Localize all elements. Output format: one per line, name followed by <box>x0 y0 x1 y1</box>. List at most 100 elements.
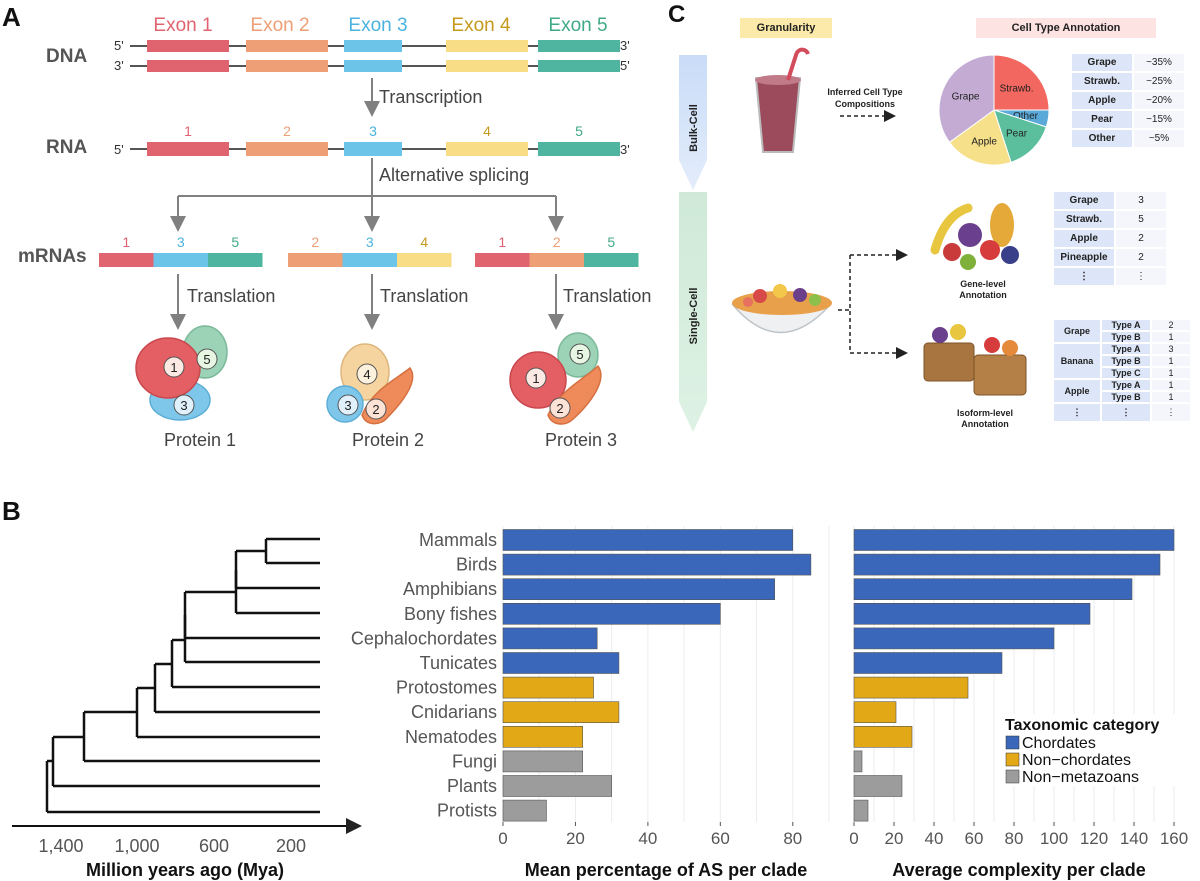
isoform-table-type-cell: Type B <box>1102 356 1150 366</box>
taxonomic-legend: Taxonomic category Chordates Non−chordat… <box>1004 714 1194 786</box>
as-chart-axis-title: Mean percentage of AS per clade <box>525 860 807 880</box>
complexity-chart-bar-tunicates <box>853 652 1003 674</box>
complexity-chart-bar-nematodes <box>853 725 913 748</box>
mrna-1-segment-3 <box>153 253 208 267</box>
bulk-table-row: Pear~15% <box>1072 111 1184 128</box>
gene-level-fruit-illustration <box>930 203 1019 270</box>
as-chart-tick-label: 80 <box>783 829 802 848</box>
gene-banana <box>930 203 973 255</box>
as-chart-bar-protists <box>502 799 547 822</box>
time-tick-600: 600 <box>199 836 229 856</box>
gene-plum <box>1001 246 1019 264</box>
dna-exon-bottom-3 <box>344 60 402 72</box>
legend-title: Taxonomic category <box>1005 717 1160 734</box>
category-label-nematodes: Nematodes <box>405 727 497 747</box>
protein-2-badge-2 <box>365 398 387 420</box>
bulk-table-name-cell: Pear <box>1072 111 1132 128</box>
bulk-table-value-cell: ~25% <box>1134 73 1184 90</box>
granularity-badge: Granularity <box>740 18 832 38</box>
basket-banana <box>950 324 966 340</box>
rna-exon-number-2: 2 <box>283 123 291 139</box>
bowl-fruit-berry-2 <box>743 297 753 307</box>
category-label-plants: Plants <box>447 776 497 796</box>
gene-table-name-cell: Apple <box>1054 230 1114 247</box>
smoothie-glass-body <box>754 77 802 153</box>
time-tick-1000: 1,000 <box>114 836 159 856</box>
dna-exon-top-1 <box>147 40 229 52</box>
protein-1-illustration: 1 5 3 <box>135 325 228 421</box>
gene-table-name-cell: Strawb. <box>1054 211 1114 228</box>
protein-2-badge-3 <box>337 394 359 416</box>
exon-1-label: Exon 1 <box>153 15 212 36</box>
isoform-basket-illustration <box>923 324 1027 396</box>
gene-table-value-cell: 2 <box>1116 249 1166 266</box>
rna-exon-4 <box>446 142 528 156</box>
complexity-chart-tick-label: 100 <box>1040 829 1068 848</box>
complexity-chart-bar-amphibians <box>853 578 1133 601</box>
basket-2 <box>973 354 1027 396</box>
pie-label-pear: Pear <box>1006 129 1028 140</box>
isoform-table-fruit-cell: Apple <box>1054 380 1100 402</box>
protein-3-badge-5 <box>569 343 591 365</box>
rna-exon-1 <box>147 142 229 156</box>
exon-2-label: Exon 2 <box>250 15 309 36</box>
as-chart-tick-label: 40 <box>638 829 657 848</box>
bulk-table-value-cell: ~35% <box>1134 54 1184 71</box>
category-label-protists: Protists <box>437 801 497 821</box>
panel-c-annotation-diagram: Bulk-Cell Single-Cell Inferred Cell Type… <box>679 47 1050 432</box>
mrna-2-segment-4-label: 4 <box>420 234 428 250</box>
bulk-table-name-cell: Other <box>1072 130 1132 147</box>
dna-exons <box>147 40 620 72</box>
rna-exon-number-4: 4 <box>483 123 491 139</box>
rna-exon-5 <box>538 142 620 156</box>
mrna-2-segment-3 <box>342 253 397 267</box>
bulk-table-name-cell: Strawb. <box>1072 73 1132 90</box>
mrna-3-segment-2-label: 2 <box>553 234 561 250</box>
isoform-table-type-cell: Type B <box>1102 392 1150 402</box>
basket-1 <box>923 342 975 382</box>
protein-3-badge-1-text: 1 <box>532 371 539 386</box>
rna-exon-number-5: 5 <box>575 123 583 139</box>
transcription-label: Transcription <box>379 87 482 107</box>
isoform-level-label-line2: Annotation <box>961 419 1009 429</box>
isoform-table-count-cell: ⋮ <box>1152 404 1190 421</box>
dna-label: DNA <box>46 46 87 67</box>
category-label-fungi: Fungi <box>452 751 497 771</box>
as-chart-bar-cnidarians <box>502 701 620 724</box>
dna-exon-bottom-2 <box>246 60 328 72</box>
mrna-3-segment-2 <box>529 253 584 267</box>
complexity-chart-bar-birds <box>853 553 1161 576</box>
basket-apple <box>984 337 1000 353</box>
dna-exon-top-2 <box>246 40 328 52</box>
time-tick-200: 200 <box>276 836 306 856</box>
protein-3-badge-2 <box>549 397 571 419</box>
mrna-3-segment-1 <box>475 253 530 267</box>
complexity-chart-bar-cephalochordates <box>853 627 1055 650</box>
bowl-fruit-banana <box>773 284 787 298</box>
dna-exon-top-5 <box>538 40 620 52</box>
as-chart-tick-label: 60 <box>711 829 730 848</box>
single-cell-band <box>679 192 707 432</box>
complexity-chart-tick-label: 80 <box>1005 829 1024 848</box>
isoform-table-type-cell: Type C <box>1102 368 1150 378</box>
legend-background <box>1004 714 1194 786</box>
gene-lime <box>960 254 976 270</box>
dna-exon-bottom-1 <box>147 60 229 72</box>
rna-exon-number-3: 3 <box>369 123 377 139</box>
panel-label-c: C <box>668 1 685 28</box>
inferred-label-line2: Compositions <box>835 99 895 109</box>
tree-branch-bony-fishes <box>234 570 320 615</box>
mrna-1-segment-1 <box>99 253 154 267</box>
isoform-table-count-cell: 1 <box>1152 368 1190 378</box>
bulk-composition-table: Grape~35%Strawb.~25%Apple~20%Pear~15%Oth… <box>1070 52 1186 149</box>
protein-2-badge-3-text: 3 <box>344 398 351 413</box>
